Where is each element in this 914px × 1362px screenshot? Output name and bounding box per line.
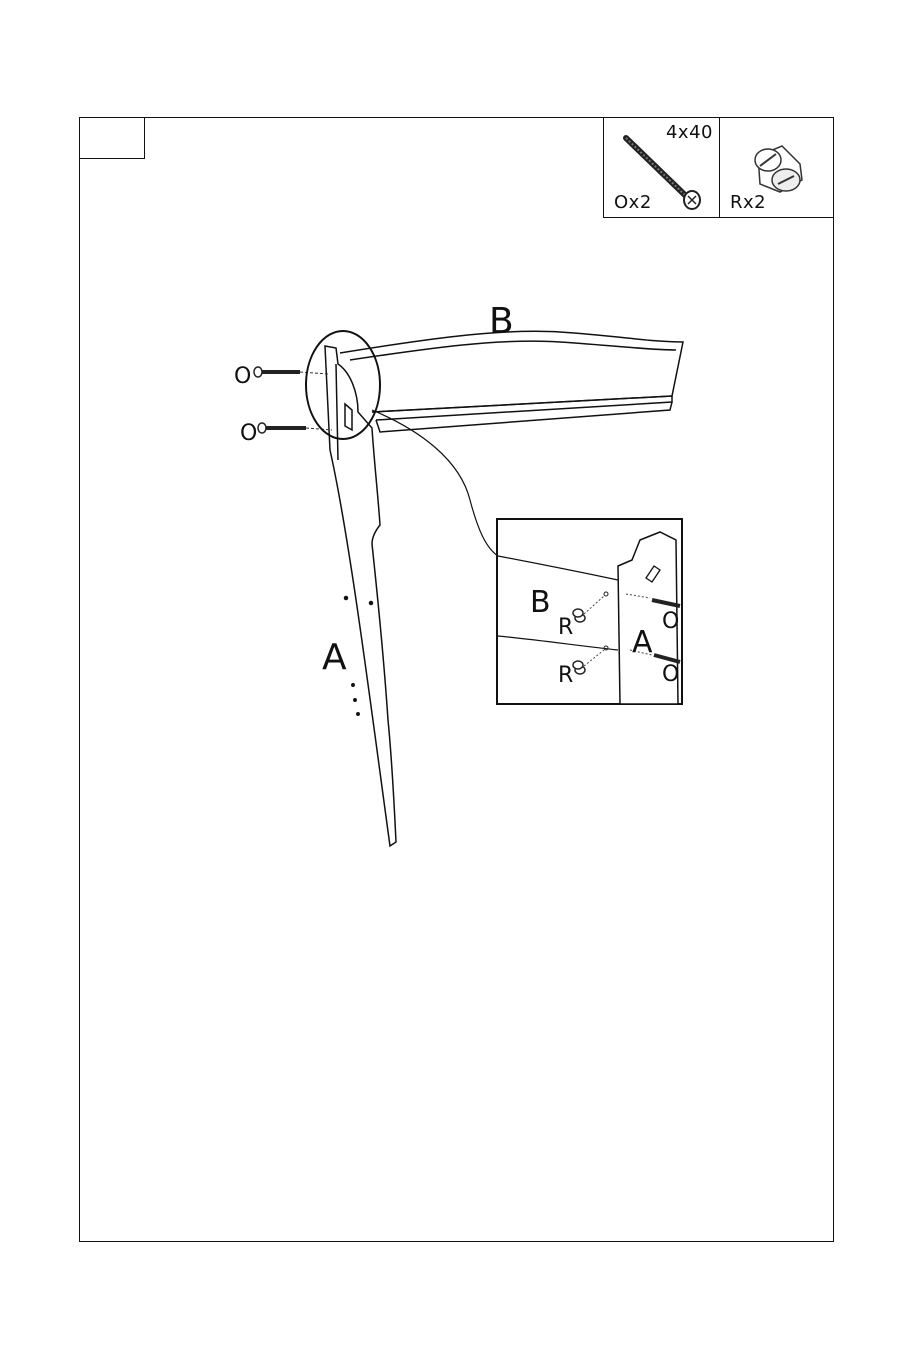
inset-label-panel-a: A [632,625,653,660]
inset-label-panel-b: B [530,585,551,620]
inset-label-cam-r-bottom: R [558,663,573,688]
label-screw-o-top: O [234,364,251,389]
cam-r-bottom [573,661,585,674]
label-panel-a: A [322,637,347,678]
screw-o-top [254,367,328,377]
panel-b [340,331,683,432]
detail-circle [306,331,380,439]
label-panel-b: B [489,301,514,342]
panel-a [325,346,396,846]
cam-r-top [573,609,585,622]
detail-inset [497,519,682,704]
label-screw-o-bottom: O [240,421,257,446]
inset-label-screw-o-bottom: O [662,662,679,687]
inset-label-screw-o-top: O [662,609,679,634]
inset-label-cam-r-top: R [558,615,573,640]
